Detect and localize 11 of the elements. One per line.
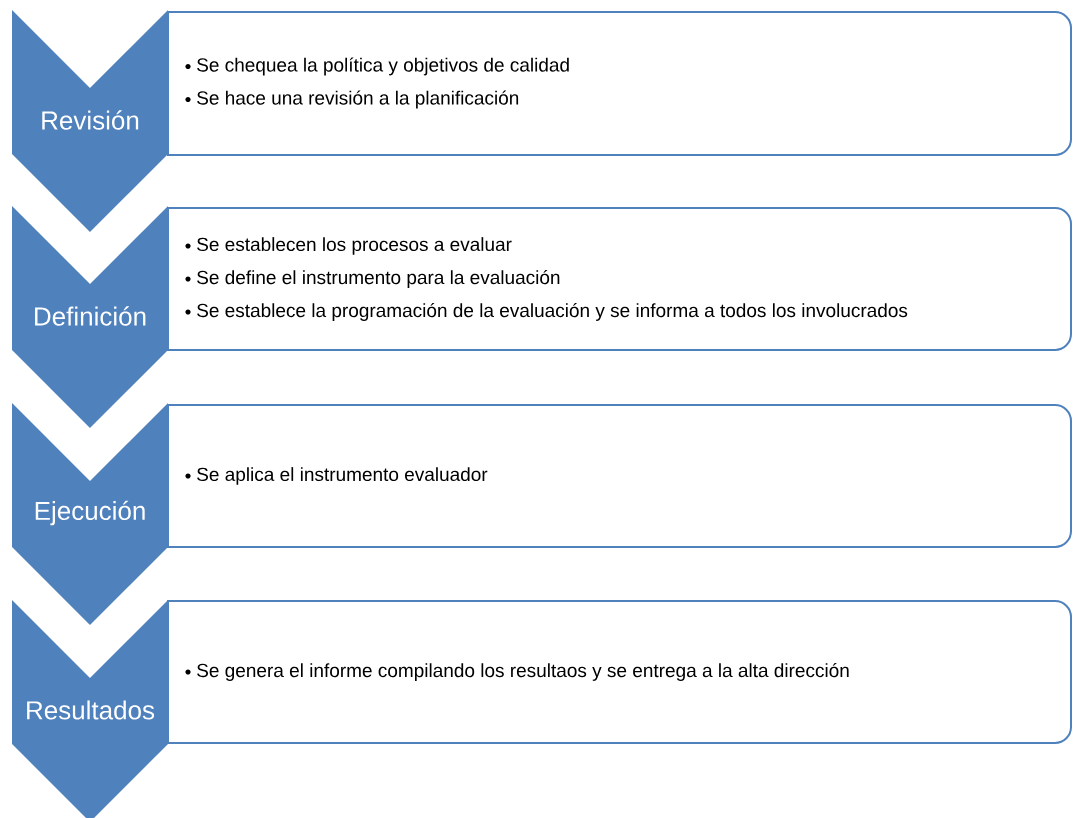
bullet-item: Se establece la programación de la evaluación y se informa a todos los involucrados <box>197 303 908 321</box>
bullet-item: Se hace una revisión a la planificación <box>197 90 519 109</box>
step-banner: Resultados <box>12 600 168 818</box>
bullet-item: Se aplica el instrumento evaluador <box>197 467 488 485</box>
bullet-item: Se genera el informe compilando los resultaos y se entrega a la alta dirección <box>197 663 849 681</box>
step-banner: Definición <box>12 206 168 428</box>
bullet-item: Se establecen los procesos a evaluar <box>197 237 512 255</box>
step-banner: Ejecución <box>12 403 168 625</box>
bullet-item: Se chequea la política y objetivos de calidad <box>197 57 569 76</box>
step-banner: Revisión <box>12 10 168 232</box>
bullet-item: Se define el instrumento para la evaluación <box>197 270 560 288</box>
